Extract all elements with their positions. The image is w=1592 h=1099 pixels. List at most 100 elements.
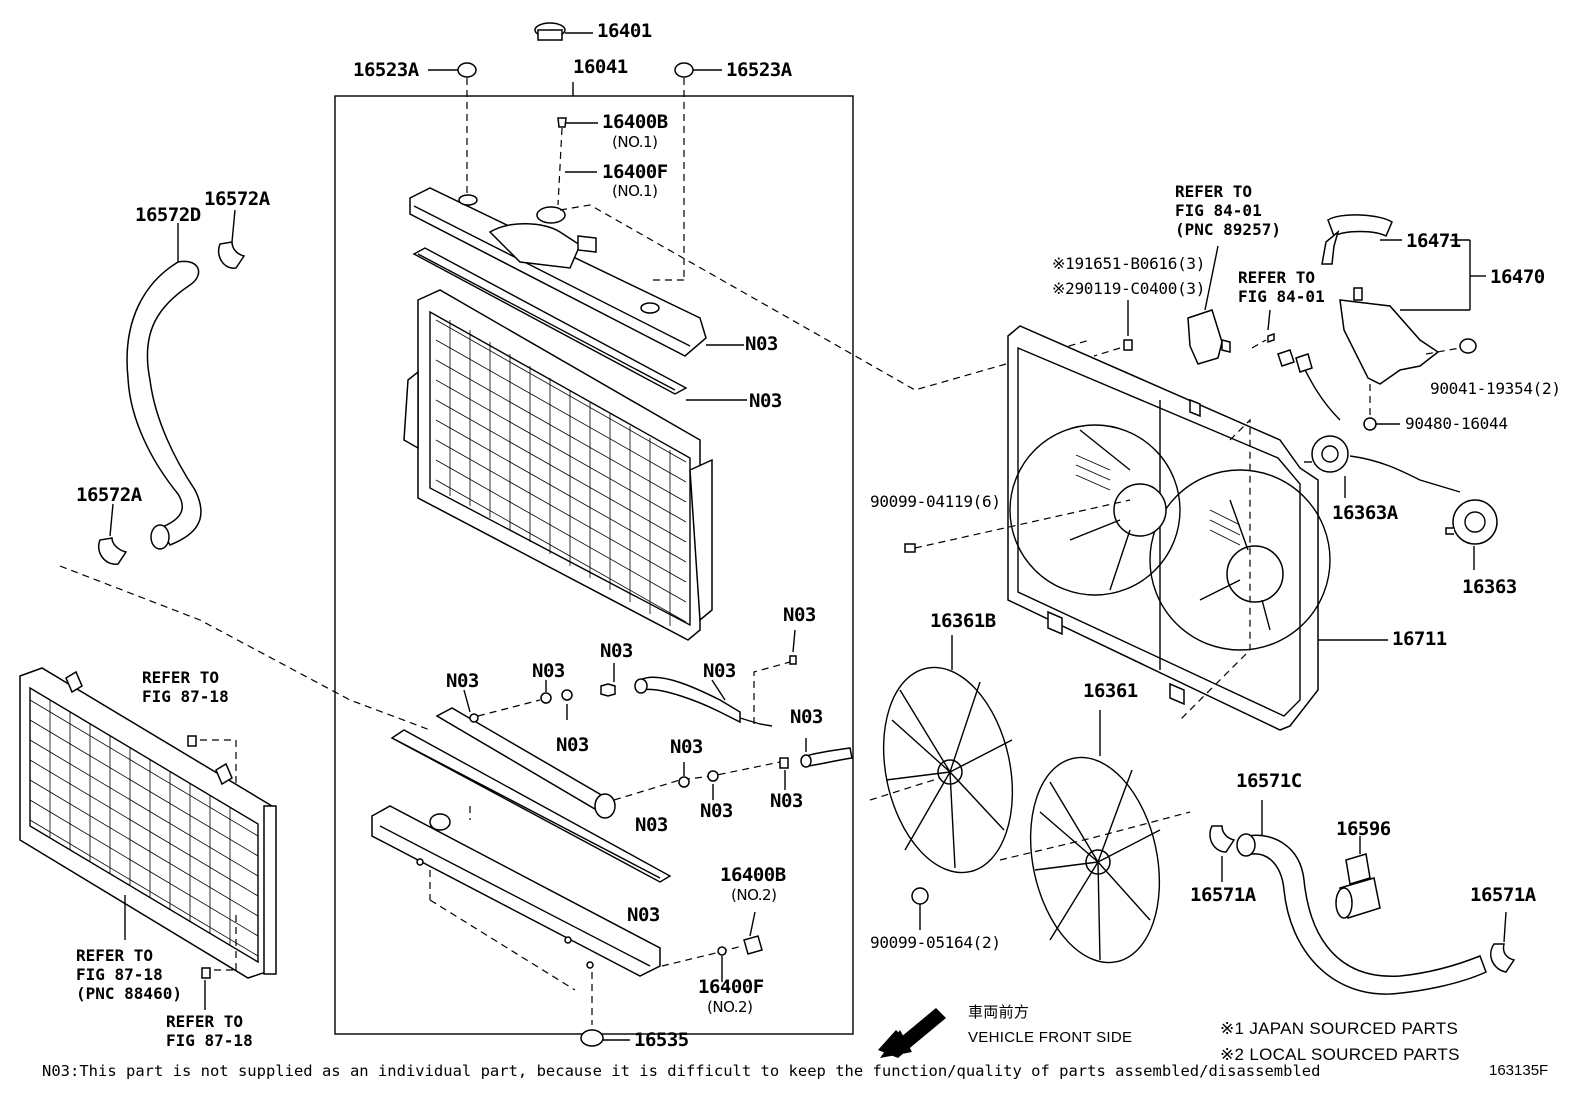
assembly-line-hose-lower <box>59 565 431 731</box>
label-90099-04119[interactable]: 90099-04119(6) <box>870 492 1001 511</box>
label-n03-top1[interactable]: N03 <box>745 333 778 355</box>
label-n03-j[interactable]: N03 <box>770 790 803 812</box>
nut-90099-05164 <box>911 887 929 930</box>
refer-line-2: FIG 84-01 <box>1238 287 1325 307</box>
label-16596[interactable]: 16596 <box>1336 818 1391 840</box>
reservoir-tank-16470 <box>1321 214 1486 431</box>
label-16572D[interactable]: 16572D <box>135 204 201 226</box>
lower-tank <box>371 805 661 1025</box>
lower-hose-16571C <box>1236 800 1487 995</box>
fan-16361 <box>999 710 1191 964</box>
grommet-16523A-left <box>428 62 477 195</box>
label-16535[interactable]: 16535 <box>634 1029 689 1051</box>
label-16361B[interactable]: 16361B <box>930 610 996 632</box>
label-n03-top2[interactable]: N03 <box>749 390 782 412</box>
clamp-16572A-bottom <box>98 503 128 565</box>
label-90480-16044[interactable]: 90480-16044 <box>1405 414 1508 433</box>
label-16571A-left[interactable]: 16571A <box>1190 884 1256 906</box>
refer-line-3: (PNC 88460) <box>76 984 182 1004</box>
refer-line-1: REFER TO <box>166 1012 244 1031</box>
label-n03-g[interactable]: N03 <box>790 706 823 728</box>
refer-fig-84-01-pnc[interactable]: REFER TO FIG 84-01 (PNC 89257) <box>1175 182 1281 240</box>
label-90099-05164[interactable]: 90099-05164(2) <box>870 933 1001 952</box>
vehicle-front-en: VEHICLE FRONT SIDE <box>968 1029 1133 1046</box>
plug-16400B-no2 <box>661 911 763 982</box>
arrow-shaft <box>895 1008 946 1052</box>
note-japan-sourced: ※1 JAPAN SOURCED PARTS <box>1220 1019 1459 1038</box>
label-16401[interactable]: 16401 <box>597 20 652 42</box>
refer-line-2: FIG 87-18 <box>76 965 163 985</box>
figure-number: 163135F <box>1489 1062 1549 1079</box>
label-n03-k[interactable]: N03 <box>635 814 668 836</box>
label-16571C[interactable]: 16571C <box>1236 770 1302 792</box>
label-16363A[interactable]: 16363A <box>1332 502 1398 524</box>
grommet-16523A-right <box>650 62 722 281</box>
refer-line-1: REFER TO <box>142 668 220 687</box>
lower-hose-pipe <box>435 707 616 819</box>
label-n03-c[interactable]: N03 <box>600 640 633 662</box>
refer-fig-87-18-pnc[interactable]: REFER TO FIG 87-18 (PNC 88460) <box>76 946 182 1004</box>
label-n03-e[interactable]: N03 <box>703 660 736 682</box>
label-90119-C0400[interactable]: ※290119-C0400(3) <box>1052 279 1206 298</box>
condenser <box>19 667 277 1010</box>
clamp-16571A-right <box>1490 911 1516 973</box>
label-16572A-bottom[interactable]: 16572A <box>76 484 142 506</box>
label-n03-i[interactable]: N03 <box>700 800 733 822</box>
label-no2-a: (NO.2) <box>731 886 777 904</box>
refer-line-1: REFER TO <box>1175 182 1253 201</box>
label-16571A-right[interactable]: 16571A <box>1470 884 1536 906</box>
lower-gasket <box>390 729 672 883</box>
label-16711[interactable]: 16711 <box>1392 628 1447 650</box>
sleeve-16596 <box>1335 836 1381 919</box>
clamp-16571A-left <box>1209 825 1236 882</box>
label-no2-b: (NO.2) <box>707 998 753 1016</box>
arrow-head <box>880 1030 912 1058</box>
radiator-core <box>403 289 713 641</box>
label-16572A-top[interactable]: 16572A <box>204 188 270 210</box>
refer-fig-87-18-bottom[interactable]: REFER TO FIG 87-18 <box>166 1012 253 1050</box>
label-90041-19354[interactable]: 90041-19354(2) <box>1430 379 1561 398</box>
vehicle-front-jp: 車両前方 <box>968 1004 1030 1021</box>
assembly-line-radiator-shroud <box>559 204 1091 391</box>
label-no1-b: (NO.1) <box>612 182 658 200</box>
refer-fig-87-18-top[interactable]: REFER TO FIG 87-18 <box>142 668 229 706</box>
label-n03-a[interactable]: N03 <box>446 670 479 692</box>
refer-line-2: FIG 87-18 <box>142 687 229 707</box>
label-n03-l[interactable]: N03 <box>627 904 660 926</box>
label-191651-B0616[interactable]: ※191651-B0616(3) <box>1052 254 1206 273</box>
label-16400F-no1[interactable]: 16400F <box>602 161 668 183</box>
label-16363[interactable]: 16363 <box>1462 576 1517 598</box>
label-16400B-no2[interactable]: 16400B <box>720 864 786 886</box>
label-n03-h[interactable]: N03 <box>670 736 703 758</box>
fan-16361B <box>869 635 1014 874</box>
refer-fig-84-01[interactable]: REFER TO FIG 84-01 <box>1238 268 1325 306</box>
fan-motor-16363A <box>1277 349 1461 498</box>
label-n03-d[interactable]: N03 <box>556 734 589 756</box>
label-16361[interactable]: 16361 <box>1083 680 1138 702</box>
label-16400B-no1[interactable]: 16400B <box>602 111 668 133</box>
label-16470[interactable]: 16470 <box>1490 266 1545 288</box>
clamp-16572A-top <box>217 209 246 269</box>
radiator-cap-16401 <box>534 22 593 41</box>
fan-shroud-16711 <box>1007 325 1388 731</box>
upper-tank <box>409 187 744 357</box>
relay-module <box>1093 245 1275 365</box>
label-16523A-right[interactable]: 16523A <box>726 59 792 81</box>
label-16400F-no2[interactable]: 16400F <box>698 976 764 998</box>
bolt-90099-04119 <box>904 543 916 553</box>
upper-hose-16572D <box>126 223 202 550</box>
plug-16400B-no1 <box>557 117 598 206</box>
fittings-lower-row <box>613 738 853 801</box>
refer-line-2: FIG 84-01 <box>1175 201 1262 221</box>
label-no1-a: (NO.1) <box>612 133 658 151</box>
footer-note: N03:This part is not supplied as an indi… <box>42 1062 1321 1080</box>
label-16041[interactable]: 16041 <box>573 56 628 78</box>
label-16523A-left[interactable]: 16523A <box>353 59 419 81</box>
refer-line-1: REFER TO <box>76 946 154 965</box>
drain-grommet-16535 <box>580 1029 630 1047</box>
label-n03-b[interactable]: N03 <box>532 660 565 682</box>
refer-line-1: REFER TO <box>1238 268 1316 287</box>
label-16471[interactable]: 16471 <box>1406 230 1461 252</box>
label-n03-f[interactable]: N03 <box>783 604 816 626</box>
